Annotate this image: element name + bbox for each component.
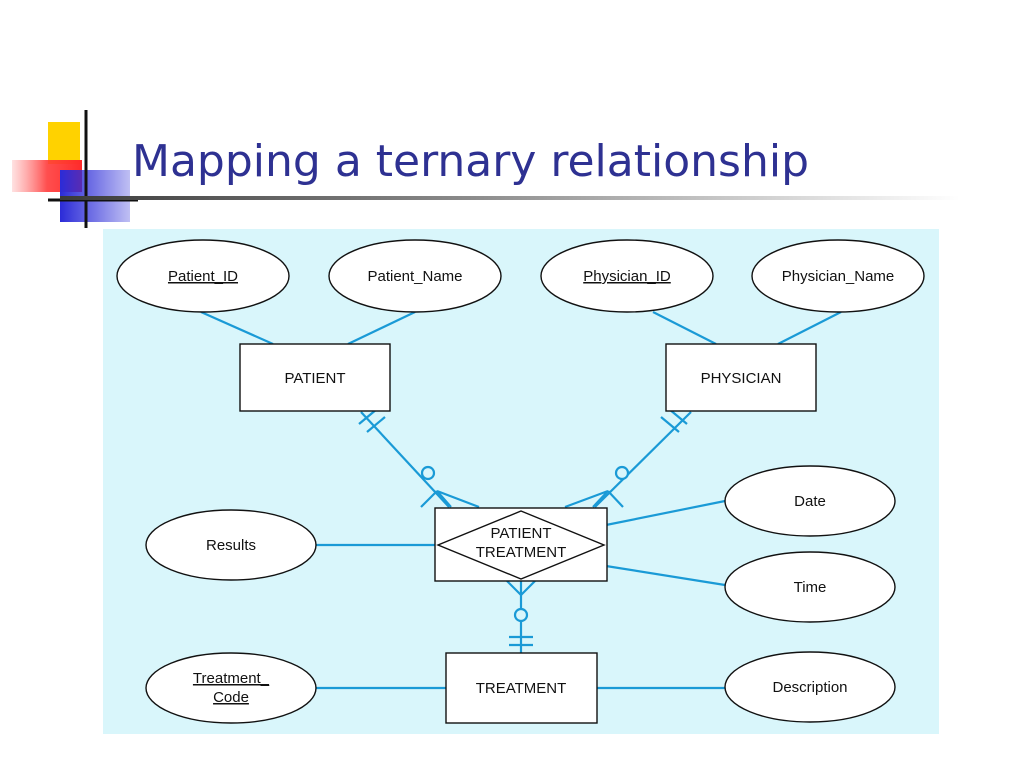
attribute-treatment-code-label-line2: Code <box>213 689 249 706</box>
attribute-treatment-code-label-line1: Treatment_ <box>193 670 270 687</box>
attribute-results-label: Results <box>206 537 256 554</box>
attribute-physician-id-label: Physician_ID <box>583 268 671 285</box>
attribute-date-label: Date <box>794 493 826 510</box>
entity-patient-treatment-label-line1: PATIENT <box>490 525 551 542</box>
yellow-square <box>48 122 80 164</box>
corner-decoration <box>12 110 138 228</box>
entity-patient <box>239 343 391 412</box>
attribute-description <box>724 651 896 723</box>
entity-treatment-label: TREATMENT <box>476 680 567 697</box>
attribute-physician-id <box>540 239 714 313</box>
entity-physician <box>665 343 817 412</box>
attribute-results <box>145 509 317 581</box>
slide-title: Mapping a ternary relationship <box>132 136 809 187</box>
entity-patient-treatment-label-line2: TREATMENT <box>476 544 567 561</box>
attribute-patient-id-label: Patient_ID <box>168 268 238 285</box>
entity-patient-treatment <box>434 507 608 582</box>
er-diagram: Patient_ID Patient_Name Physician_ID Phy… <box>103 229 939 734</box>
relationship-diamond <box>436 510 606 580</box>
attribute-patient-name <box>328 239 502 313</box>
title-underline <box>60 196 960 200</box>
attribute-patient-id <box>116 239 290 313</box>
entity-physician-label: PHYSICIAN <box>701 370 782 387</box>
connector-lines <box>200 310 842 690</box>
er-diagram-canvas: Patient_ID Patient_Name Physician_ID Phy… <box>116 239 925 724</box>
attribute-patient-name-label: Patient_Name <box>367 268 462 285</box>
entity-patient-label: PATIENT <box>284 370 345 387</box>
attribute-description-label: Description <box>772 679 847 696</box>
attribute-physician-name-label: Physician_Name <box>782 268 895 285</box>
attribute-time-label: Time <box>794 579 827 596</box>
attribute-date <box>724 465 896 537</box>
entity-treatment <box>445 652 598 724</box>
attribute-physician-name <box>751 239 925 313</box>
attribute-treatment-code <box>145 652 317 724</box>
attribute-time <box>724 551 896 623</box>
